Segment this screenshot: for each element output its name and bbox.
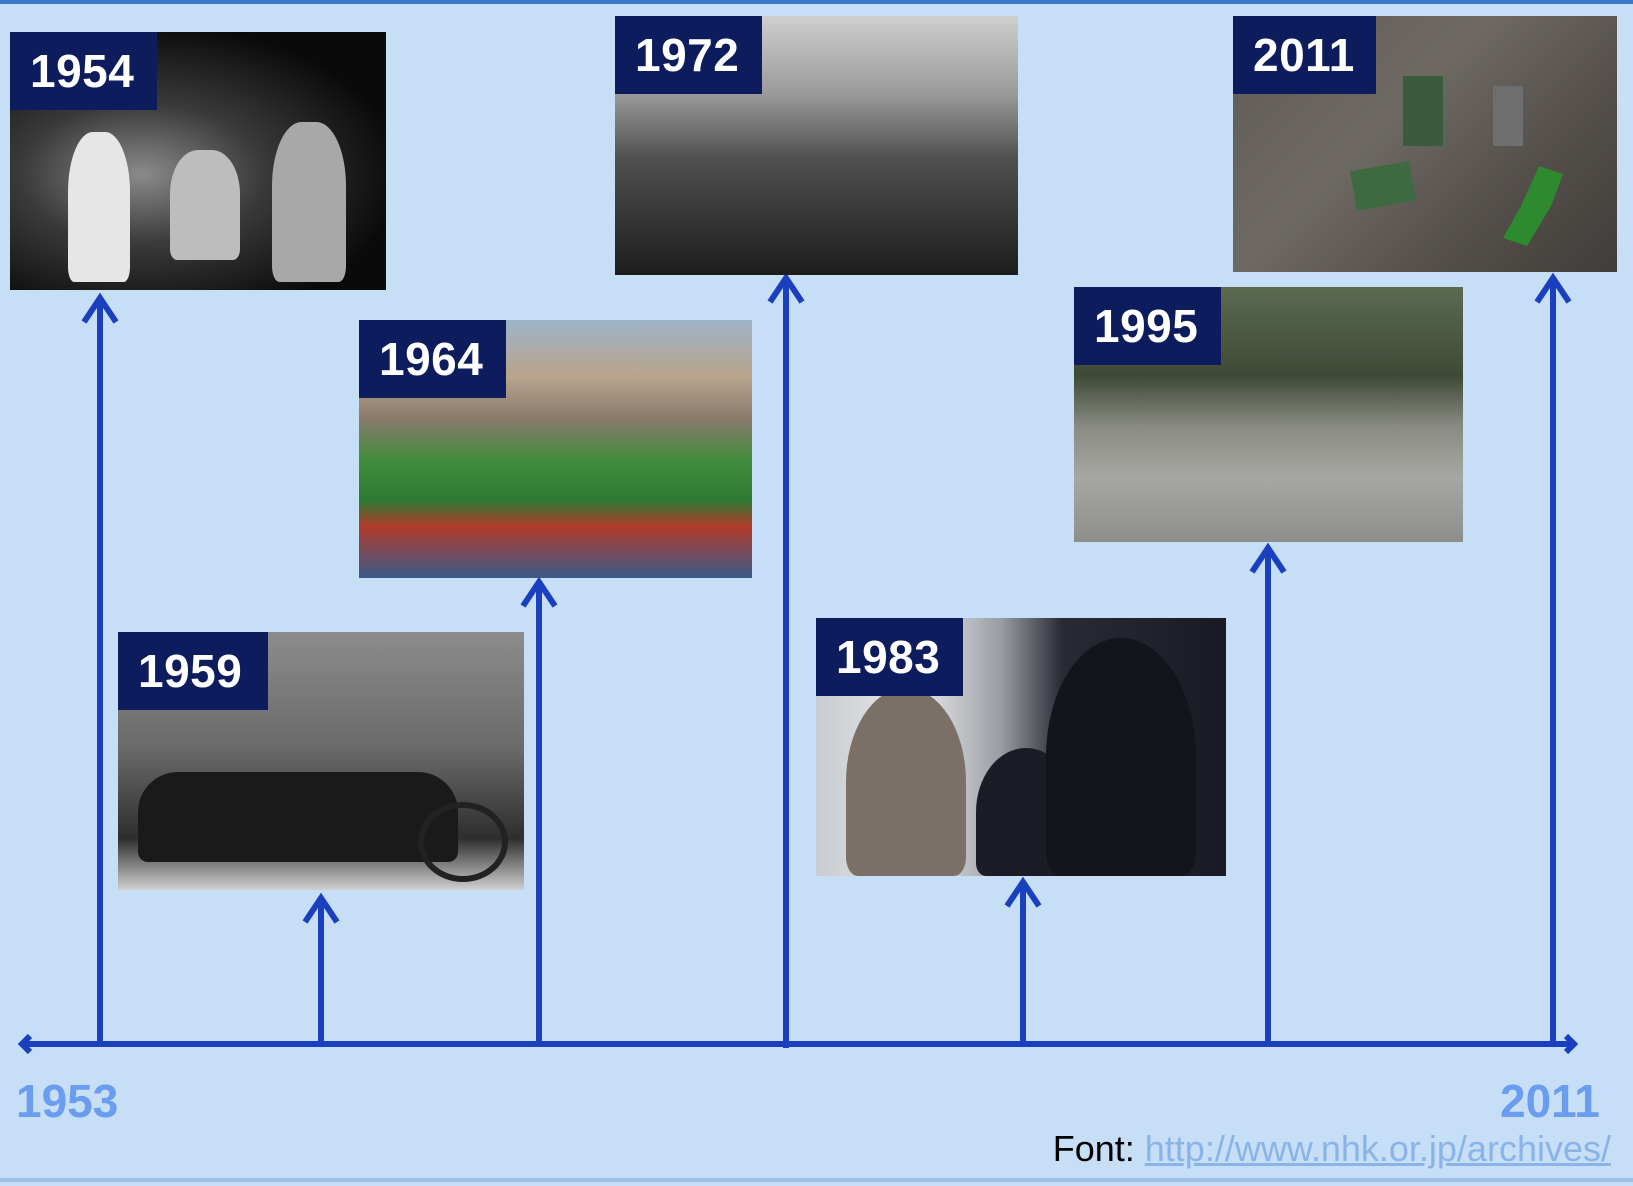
arrow-2011 xyxy=(1534,272,1572,1044)
arrow-1972 xyxy=(767,272,805,1048)
arrow-1954 xyxy=(81,292,119,1044)
axis-start-cap xyxy=(17,1033,33,1055)
timeline-end-label: 2011 xyxy=(1500,1075,1600,1127)
source-link[interactable]: http://www.nhk.or.jp/archives/ xyxy=(1144,1128,1611,1169)
event-1983-photo: 1983 xyxy=(816,618,1226,876)
event-year-badge: 1959 xyxy=(118,632,268,710)
event-1972-photo: 1972 xyxy=(615,16,1018,275)
arrow-1959 xyxy=(302,892,340,1044)
event-year-badge: 1995 xyxy=(1074,287,1221,365)
event-2011-photo: 2011 xyxy=(1233,16,1617,272)
event-year-badge: 1964 xyxy=(359,320,506,398)
arrow-1995 xyxy=(1249,542,1287,1044)
source-prefix: Font: xyxy=(1052,1128,1135,1169)
event-1959-photo: 1959 xyxy=(118,632,524,890)
arrow-1964 xyxy=(520,576,558,1044)
axis-end-cap xyxy=(1563,1033,1579,1055)
timeline-start-label: 1953 xyxy=(16,1075,119,1127)
arrow-1983 xyxy=(1004,876,1042,1044)
event-year-badge: 2011 xyxy=(1233,16,1376,94)
timeline-diagram xyxy=(17,272,1579,1055)
event-1995-photo: 1995 xyxy=(1074,287,1463,542)
source-credit: Font: http://www.nhk.or.jp/archives/ xyxy=(1053,1128,1611,1170)
event-year-badge: 1972 xyxy=(615,16,762,94)
event-year-badge: 1954 xyxy=(10,32,157,110)
event-1964-photo: 1964 xyxy=(359,320,752,578)
event-1954-photo: 1954 xyxy=(10,32,386,290)
event-year-badge: 1983 xyxy=(816,618,963,696)
